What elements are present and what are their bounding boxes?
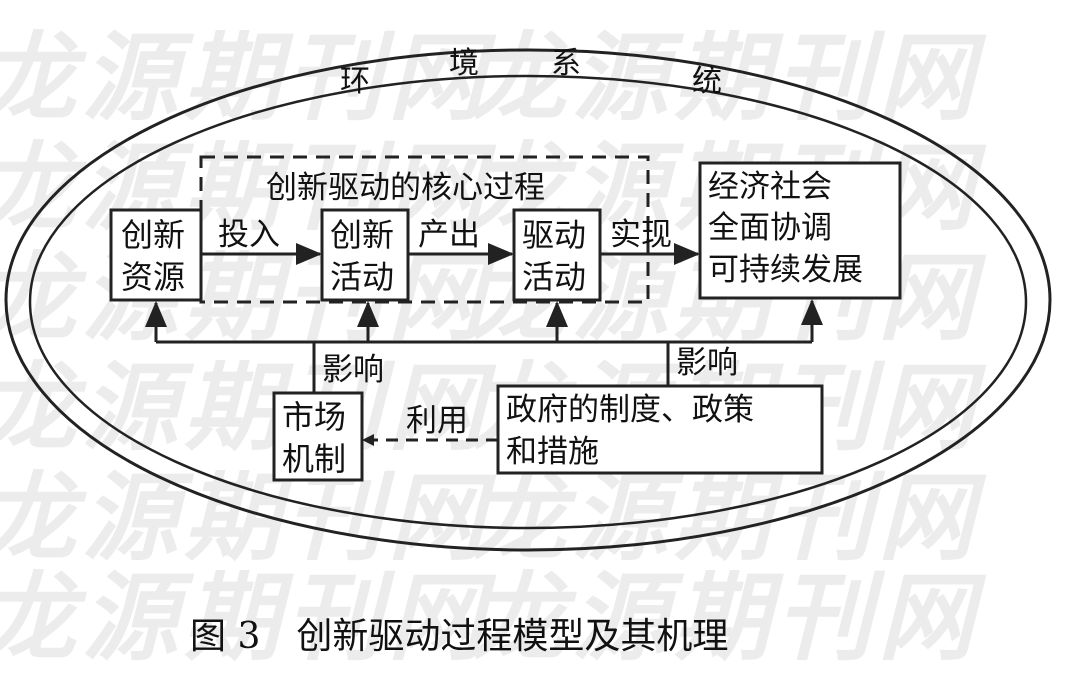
- driving-activities-line-2: 活动: [522, 258, 586, 296]
- market-mechanism-box: [272, 391, 364, 482]
- socioeconomic-goal-box: [698, 161, 902, 300]
- government-policy-line-1: 政府的制度、政策: [506, 392, 754, 428]
- driving-activities-box: [512, 208, 602, 302]
- driving-activities-line-1: 驱动: [522, 216, 586, 254]
- figure-caption: 图 3 创新驱动过程模型及其机理: [190, 616, 728, 657]
- environment-label-char-4: 统: [692, 64, 722, 99]
- socioeconomic-goal-line-2: 全面协调: [708, 210, 832, 246]
- influence-label-right: 影响: [676, 345, 738, 381]
- innovation-activities-line-2: 活动: [330, 258, 394, 296]
- innovation-resources-line-2: 资源: [121, 258, 185, 296]
- innovation-resources-box: [109, 208, 203, 302]
- government-policy-line-2: 和措施: [506, 434, 599, 470]
- innovation-resources-line-1: 创新: [121, 216, 185, 254]
- environment-label-char-2: 境: [449, 46, 479, 81]
- environment-inner-ellipse: [28, 74, 1028, 530]
- environment-label-char-1: 环: [340, 64, 370, 99]
- influence-label-left: 影响: [322, 352, 384, 388]
- government-policy-box: [496, 384, 824, 475]
- market-mechanism-line-1: 市场: [282, 398, 346, 436]
- market-mechanism-line-2: 机制: [282, 440, 346, 478]
- socioeconomic-goal-line-3: 可持续发展: [708, 252, 863, 288]
- utilize-arrow-label: 利用: [406, 403, 468, 439]
- environment-label-char-3: 系: [551, 46, 581, 81]
- socioeconomic-goal-line-1: 经济社会: [708, 169, 832, 205]
- core-process-label: 创新驱动的核心过程: [266, 170, 545, 206]
- realize-arrow-label: 实现: [610, 217, 672, 253]
- environment-outer-ellipse: [4, 48, 1052, 552]
- innovation-activities-line-1: 创新: [330, 216, 394, 254]
- input-arrow-label: 投入: [218, 217, 280, 253]
- output-arrow-label: 产出: [418, 217, 480, 253]
